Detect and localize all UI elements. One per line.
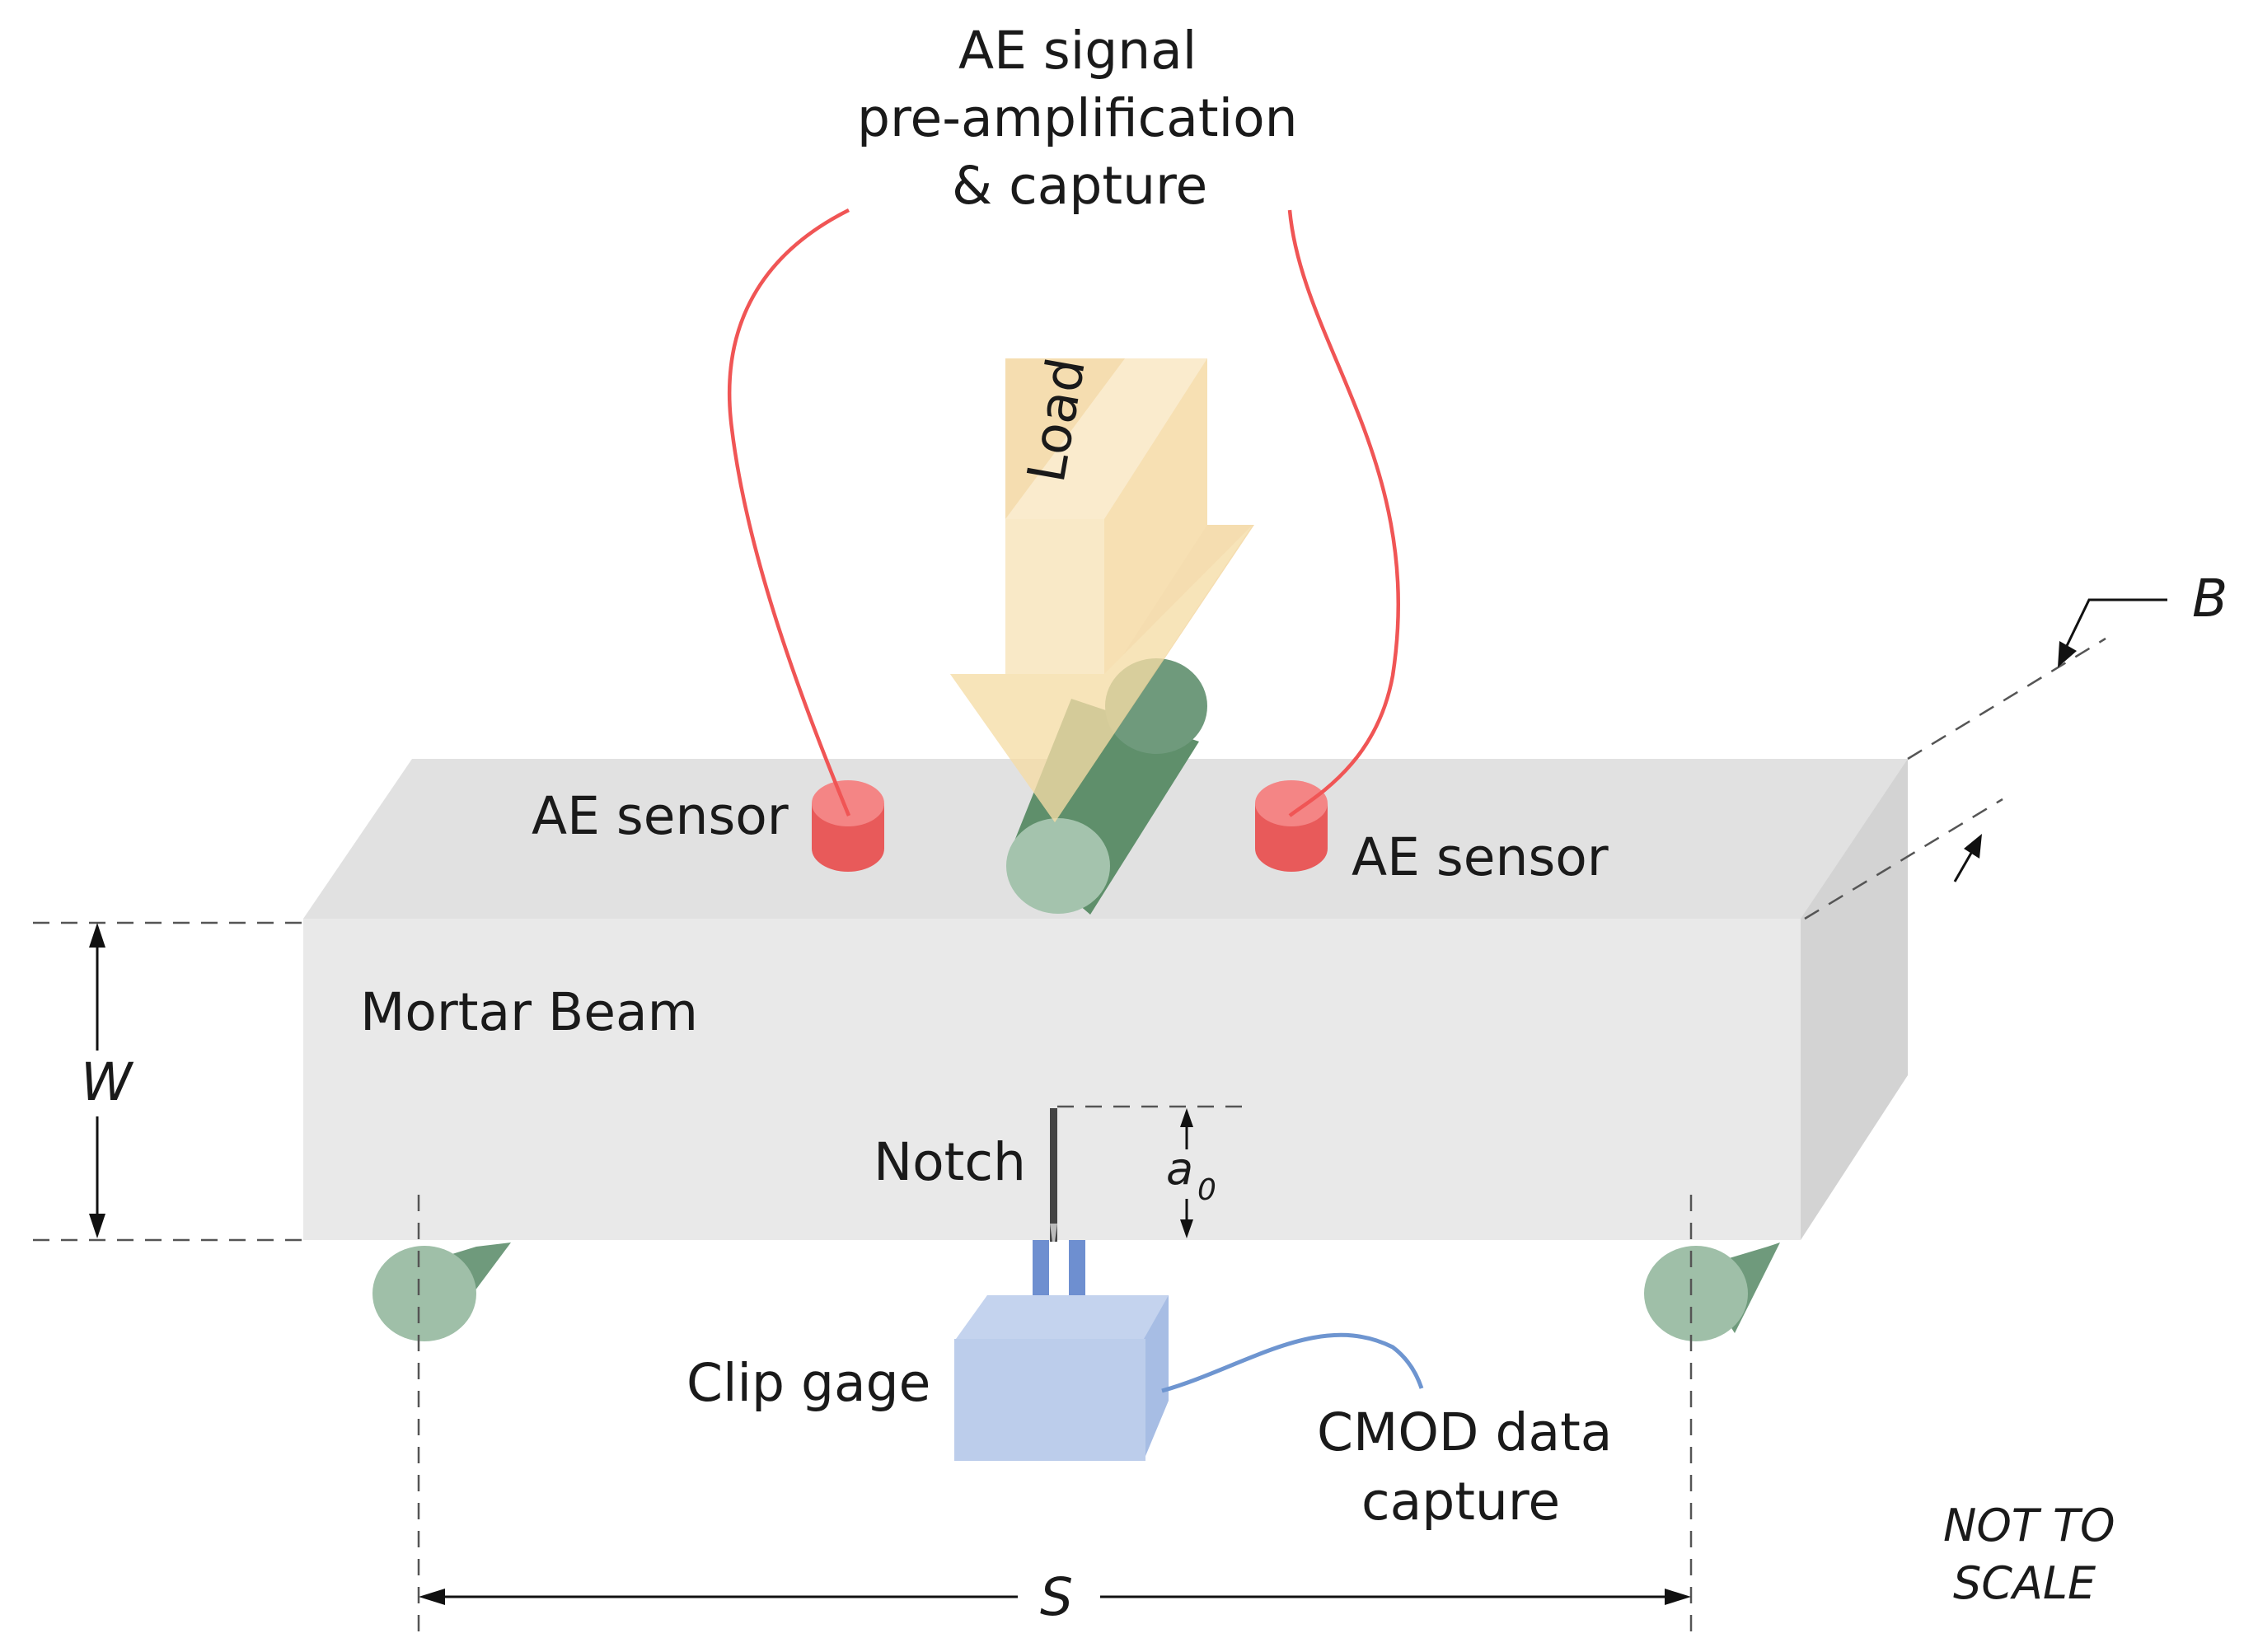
ae-sensor-left	[812, 780, 884, 872]
ae-cable-left	[727, 208, 851, 817]
ae-cable-right	[1287, 209, 1401, 817]
width-dimension: W	[33, 921, 303, 1242]
notch-label: Notch	[874, 1132, 1026, 1192]
breadth-label: B	[2192, 569, 2228, 629]
clip-gage	[954, 1240, 1169, 1461]
mortar-beam-label: Mortar Beam	[360, 982, 698, 1042]
right-support-roller	[1644, 1243, 1780, 1341]
notch-depth-label: a	[1166, 1143, 1193, 1195]
load-arrow-top	[1005, 358, 1207, 519]
span-dimension: S	[417, 1195, 1693, 1631]
notch	[1050, 1108, 1057, 1242]
notch-depth-dimension: a 0	[1057, 1105, 1248, 1238]
breadth-dimension: B	[1804, 569, 2228, 920]
load-arrow-shaft-side	[1104, 358, 1207, 684]
not-to-scale-line1: NOT TO	[1943, 1500, 2115, 1551]
cmod-label-line1: CMOD data	[1317, 1402, 1612, 1462]
mortar-beam	[303, 759, 1908, 1240]
ae-signal-label-line3: & capture	[952, 156, 1207, 216]
not-to-scale-line2: SCALE	[1953, 1557, 2096, 1609]
left-support-roller	[372, 1243, 511, 1341]
clip-gage-label: Clip gage	[686, 1353, 930, 1413]
load-arrow	[950, 358, 1254, 822]
span-label: S	[1040, 1567, 1073, 1627]
load-arrow-head-front	[950, 525, 1253, 822]
ae-signal-label-line1: AE signal	[958, 21, 1197, 81]
load-arrow-shaft-front	[1005, 519, 1104, 709]
ae-sensor-right	[1255, 780, 1328, 872]
beam-side-face	[1801, 759, 1908, 1240]
ae-sensor-left-label: AE sensor	[532, 786, 789, 846]
width-label: W	[81, 1052, 134, 1112]
ae-signal-label-line2: pre-amplification	[857, 88, 1298, 148]
cmod-cable	[1161, 1332, 1424, 1393]
cmod-label-line2: capture	[1361, 1472, 1560, 1532]
notch-depth-subscript: 0	[1197, 1173, 1216, 1207]
ae-sensor-right-label: AE sensor	[1352, 827, 1609, 887]
